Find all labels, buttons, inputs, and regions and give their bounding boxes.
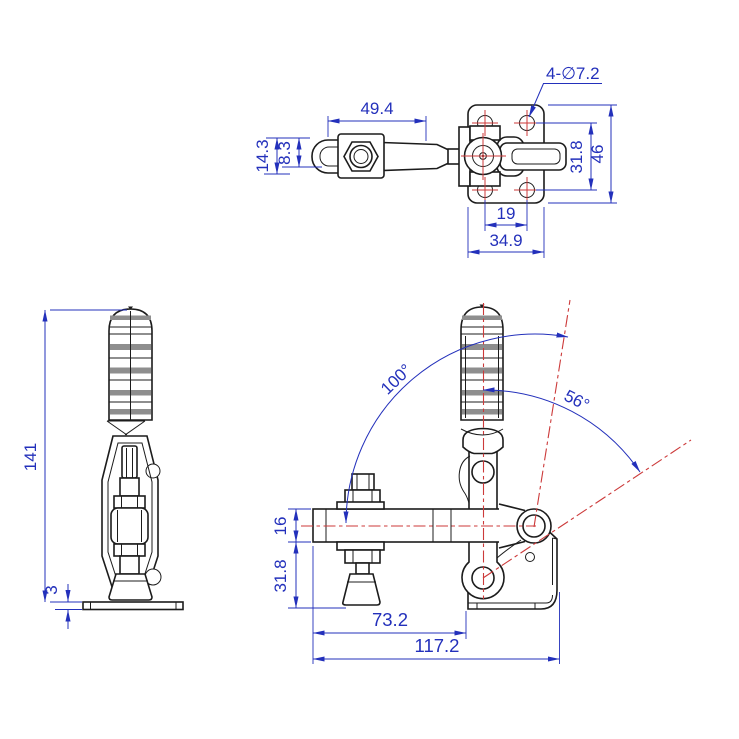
dim-bar-to-foot: 31.8 <box>271 559 290 592</box>
dim-hole-pitch-lengthwise: 31.8 <box>567 140 586 173</box>
opening-angle-arc <box>343 332 569 524</box>
dim-ring-outer-height: 14.3 <box>253 139 272 172</box>
dim-spindle-to-upright: 73.2 <box>372 609 408 630</box>
handle-angle-arc <box>482 387 641 473</box>
callout-mounting-holes: 4-∅7.2 <box>546 64 600 83</box>
dim-plate-width: 34.9 <box>489 231 522 250</box>
spindle-foot-front <box>342 573 381 606</box>
side-view-dimensions: 141 3 <box>21 309 127 629</box>
base-small-hole <box>525 552 535 562</box>
dim-hole-pitch-crosswise: 19 <box>497 204 516 223</box>
clamp-bar-top <box>496 136 567 177</box>
dim-opening-angle: 100° <box>377 360 415 398</box>
bar-section-side <box>110 507 149 545</box>
released-position-centerline <box>482 439 692 579</box>
dim-plate-length: 46 <box>588 145 607 164</box>
side-view: 141 3 <box>21 306 184 629</box>
dim-lever-length: 49.4 <box>360 99 393 118</box>
dim-ring-inner-height: 8.3 <box>275 141 294 165</box>
handle-grip-front <box>460 304 504 455</box>
base-plate-side <box>82 601 184 611</box>
dim-bar-height: 16 <box>271 517 290 536</box>
spindle-foot-side <box>108 573 153 601</box>
dim-overall-length: 117.2 <box>415 635 460 656</box>
handle-grip-side <box>106 306 153 436</box>
hex-nut-side <box>113 495 146 509</box>
front-view: 100° 56° 16 31.8 73.2 117.2 <box>271 299 692 664</box>
dim-base-thickness: 3 <box>42 585 61 594</box>
dim-overall-height: 141 <box>21 443 40 471</box>
front-view-dimensions: 100° 56° 16 31.8 73.2 117.2 <box>271 332 641 664</box>
hole-centerlines <box>461 110 540 203</box>
top-view-dimensions: 49.4 14.3 8.3 31.8 46 19 34.9 4-∅7.2 <box>253 64 617 258</box>
top-view: 49.4 14.3 8.3 31.8 46 19 34.9 4-∅7.2 <box>253 64 617 258</box>
linkage-side <box>101 435 162 601</box>
dim-handle-angle: 56° <box>561 386 593 415</box>
